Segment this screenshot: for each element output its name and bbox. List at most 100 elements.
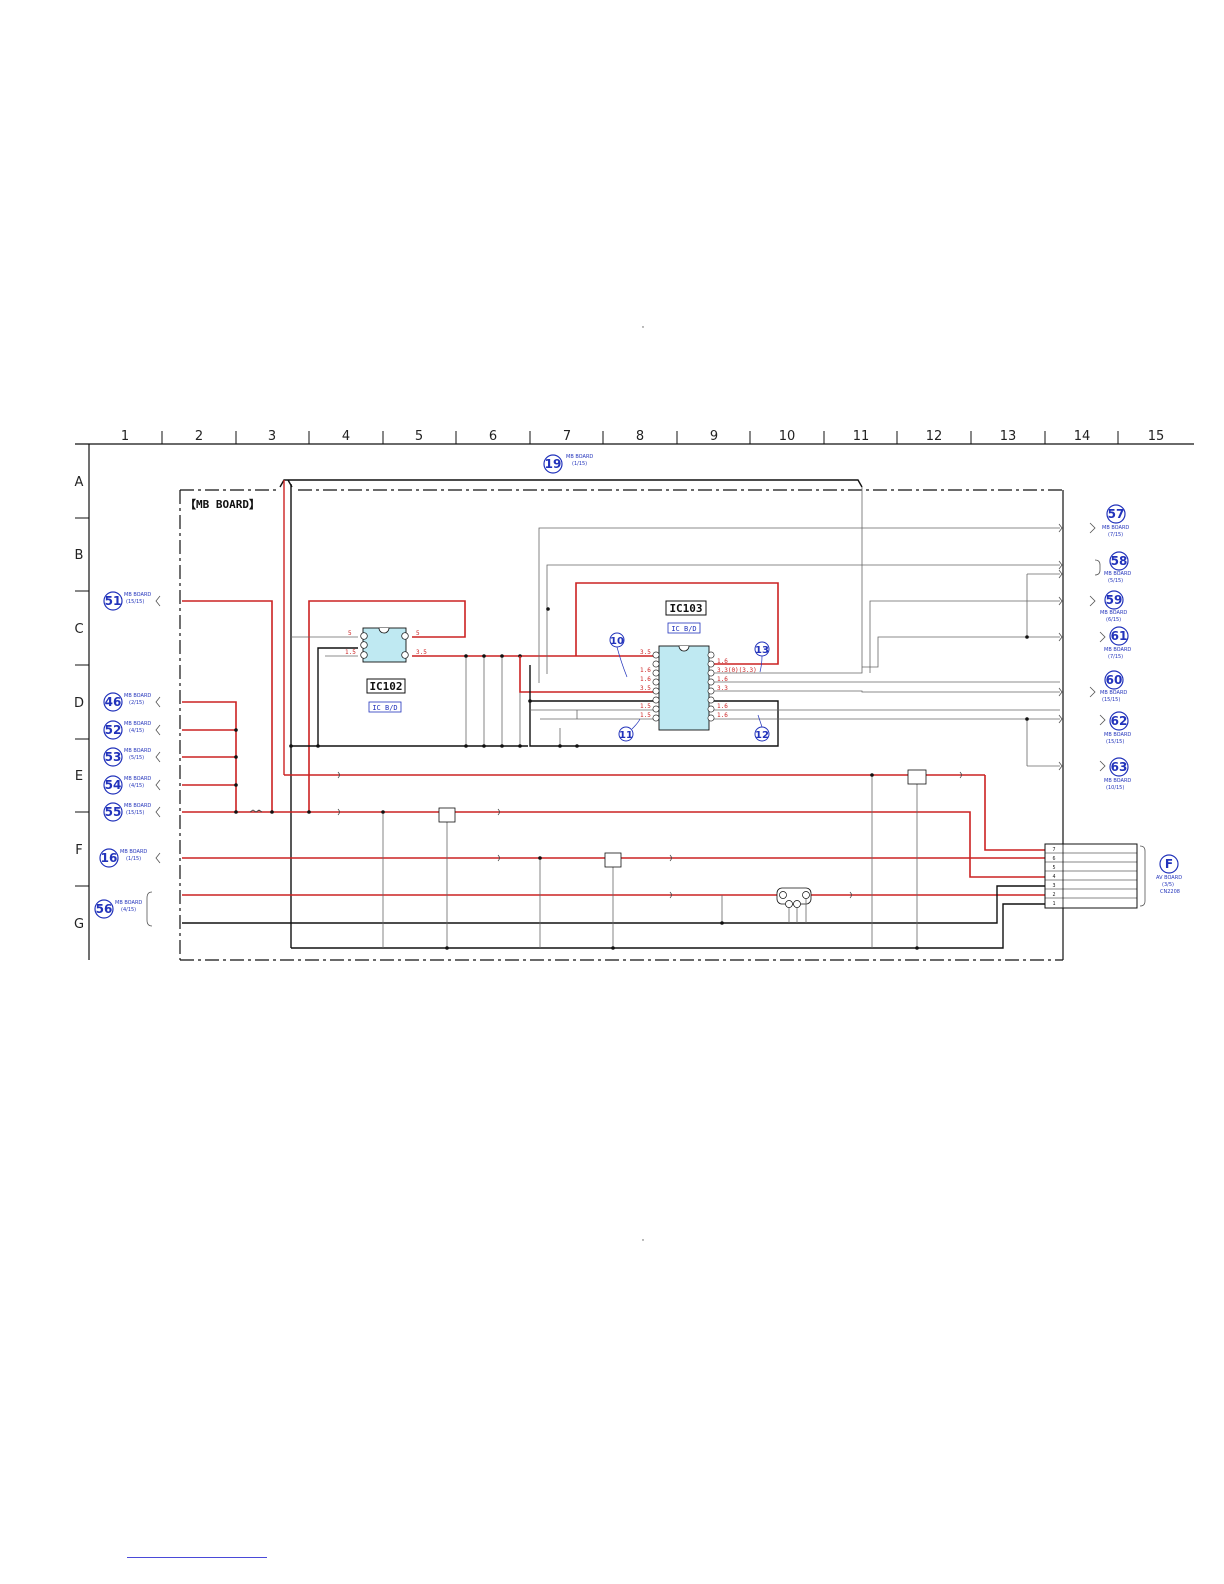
ic102-voltage: 5 xyxy=(416,630,420,637)
svg-text:(10/15): (10/15) xyxy=(1106,785,1124,791)
svg-text:(3/5): (3/5) xyxy=(1162,882,1174,888)
svg-text:54: 54 xyxy=(105,778,122,792)
connector-46[interactable]: 46 MB BOARD (2/15) xyxy=(103,692,161,712)
row-label: A xyxy=(75,475,84,490)
col-label: 9 xyxy=(710,429,718,444)
connector-63[interactable]: 63 MB BOARD (10/15) xyxy=(1099,757,1131,791)
svg-text:CN2208: CN2208 xyxy=(1160,889,1180,895)
svg-text:(6/15): (6/15) xyxy=(1106,617,1121,623)
ic103-voltage: 3.3 xyxy=(717,685,728,692)
ic103-voltage: 3.3(0)(3.3) xyxy=(717,667,757,674)
svg-text:11: 11 xyxy=(619,730,633,741)
waveform-11: 11 xyxy=(618,718,641,742)
svg-text:MB BOARD: MB BOARD xyxy=(124,803,151,809)
ic103-voltage: 1.6 xyxy=(717,676,728,683)
connector-60[interactable]: 60 MB BOARD (15/15) xyxy=(1089,670,1127,703)
cn-pin: 5 xyxy=(1052,865,1055,871)
waveform-10: 10 xyxy=(609,632,628,678)
ic103-voltage: 3.5 xyxy=(640,649,651,656)
svg-text:62: 62 xyxy=(1111,714,1128,728)
svg-text:MB BOARD: MB BOARD xyxy=(1100,690,1127,696)
svg-text:51: 51 xyxy=(105,594,122,608)
cn2208-block xyxy=(1044,843,1138,909)
svg-text:IC B/D: IC B/D xyxy=(671,625,696,633)
connector-19[interactable]: 19 MB BOARD (1/15) xyxy=(543,454,593,474)
svg-text:(1/15): (1/15) xyxy=(572,461,587,467)
ic103-voltage: 1.6 xyxy=(640,676,651,683)
svg-text:46: 46 xyxy=(105,695,122,709)
svg-text:60: 60 xyxy=(1106,673,1123,687)
connector-59[interactable]: 59 MB BOARD (6/15) xyxy=(1089,590,1127,623)
board-title: 【MB BOARD】 xyxy=(185,498,260,511)
edge-arrows xyxy=(1058,523,1063,771)
svg-text:12: 12 xyxy=(755,730,769,741)
connector-51[interactable]: 51 MB BOARD (15/15) xyxy=(103,591,161,611)
svg-text:57: 57 xyxy=(1108,507,1125,521)
connector-61[interactable]: 61 MB BOARD (7/15) xyxy=(1099,626,1131,660)
svg-text:MB BOARD: MB BOARD xyxy=(124,592,151,598)
svg-text:(4/15): (4/15) xyxy=(129,728,144,734)
connector-52[interactable]: 52 MB BOARD (4/15) xyxy=(103,720,161,740)
ic103-voltage: 1.6 xyxy=(640,667,651,674)
svg-text:IC102: IC102 xyxy=(369,680,402,693)
connector-55[interactable]: 55 MB BOARD (15/15) xyxy=(103,802,161,822)
ic103-voltage: 1.6 xyxy=(717,712,728,719)
grid-frame xyxy=(75,431,1194,960)
row-label: B xyxy=(75,548,84,563)
col-label: 4 xyxy=(342,429,350,444)
svg-text:MB BOARD: MB BOARD xyxy=(124,748,151,754)
connector-56[interactable]: 56 MB BOARD (4/15) xyxy=(94,891,153,927)
connector-58[interactable]: 58 MB BOARD (5/15) xyxy=(1094,551,1131,584)
col-label: 5 xyxy=(415,429,423,444)
svg-text:(15/15): (15/15) xyxy=(126,599,144,605)
svg-text:(15/15): (15/15) xyxy=(126,810,144,816)
svg-text:MB BOARD: MB BOARD xyxy=(1104,732,1131,738)
col-label: 8 xyxy=(636,429,644,444)
row-label: D xyxy=(74,696,84,711)
svg-text:59: 59 xyxy=(1106,593,1123,607)
svg-text:61: 61 xyxy=(1111,629,1128,643)
svg-text:(5/15): (5/15) xyxy=(1108,578,1123,584)
connector-54[interactable]: 54 MB BOARD (4/15) xyxy=(103,775,161,795)
row-label: G xyxy=(74,917,84,932)
footer-link-underline[interactable] xyxy=(127,1557,267,1558)
connector-F[interactable]: F AV BOARD (3/5) CN2208 xyxy=(1156,854,1182,895)
col-label: 15 xyxy=(1148,429,1165,444)
svg-text:(1/15): (1/15) xyxy=(126,856,141,862)
row-label: C xyxy=(74,622,83,637)
cn-pin: 7 xyxy=(1052,847,1055,853)
svg-text:(15/15): (15/15) xyxy=(1102,697,1120,703)
connector-62[interactable]: 62 MB BOARD (15/15) xyxy=(1099,711,1131,745)
svg-text:52: 52 xyxy=(105,723,122,737)
row-label: E xyxy=(75,769,83,784)
cn-pin: 3 xyxy=(1052,883,1055,889)
col-label: 3 xyxy=(268,429,276,444)
svg-text:(15/15): (15/15) xyxy=(1106,739,1124,745)
cn-pin: 2 xyxy=(1052,892,1055,898)
ic103-label: IC103 IC B/D xyxy=(665,600,707,634)
svg-text:56: 56 xyxy=(96,902,113,916)
connector-53[interactable]: 53 MB BOARD (5/15) xyxy=(103,747,161,767)
ic102-area xyxy=(289,627,528,748)
bus-19 xyxy=(279,479,863,948)
col-label: 12 xyxy=(926,429,943,444)
svg-text:10: 10 xyxy=(610,636,624,647)
ic103-voltage: 3.5 xyxy=(640,685,651,692)
ic102-voltage: 3.5 xyxy=(416,649,427,656)
connector-57[interactable]: 57 MB BOARD (7/15) xyxy=(1089,504,1129,538)
svg-text:IC B/D: IC B/D xyxy=(372,704,397,712)
left-wiring xyxy=(182,600,1045,950)
row-label: F xyxy=(75,843,82,858)
svg-text:(2/15): (2/15) xyxy=(129,700,144,706)
cn-pin: 6 xyxy=(1052,856,1055,862)
connector-16[interactable]: 16 MB BOARD (1/15) xyxy=(99,848,161,868)
cn-pin: 1 xyxy=(1052,901,1055,907)
col-label: 13 xyxy=(1000,429,1017,444)
svg-text:13: 13 xyxy=(755,645,769,656)
svg-text:58: 58 xyxy=(1111,554,1128,568)
col-label: 6 xyxy=(489,429,497,444)
cn-bracket xyxy=(1139,845,1146,907)
svg-text:MB BOARD: MB BOARD xyxy=(124,693,151,699)
cn-pin: 4 xyxy=(1052,874,1055,880)
